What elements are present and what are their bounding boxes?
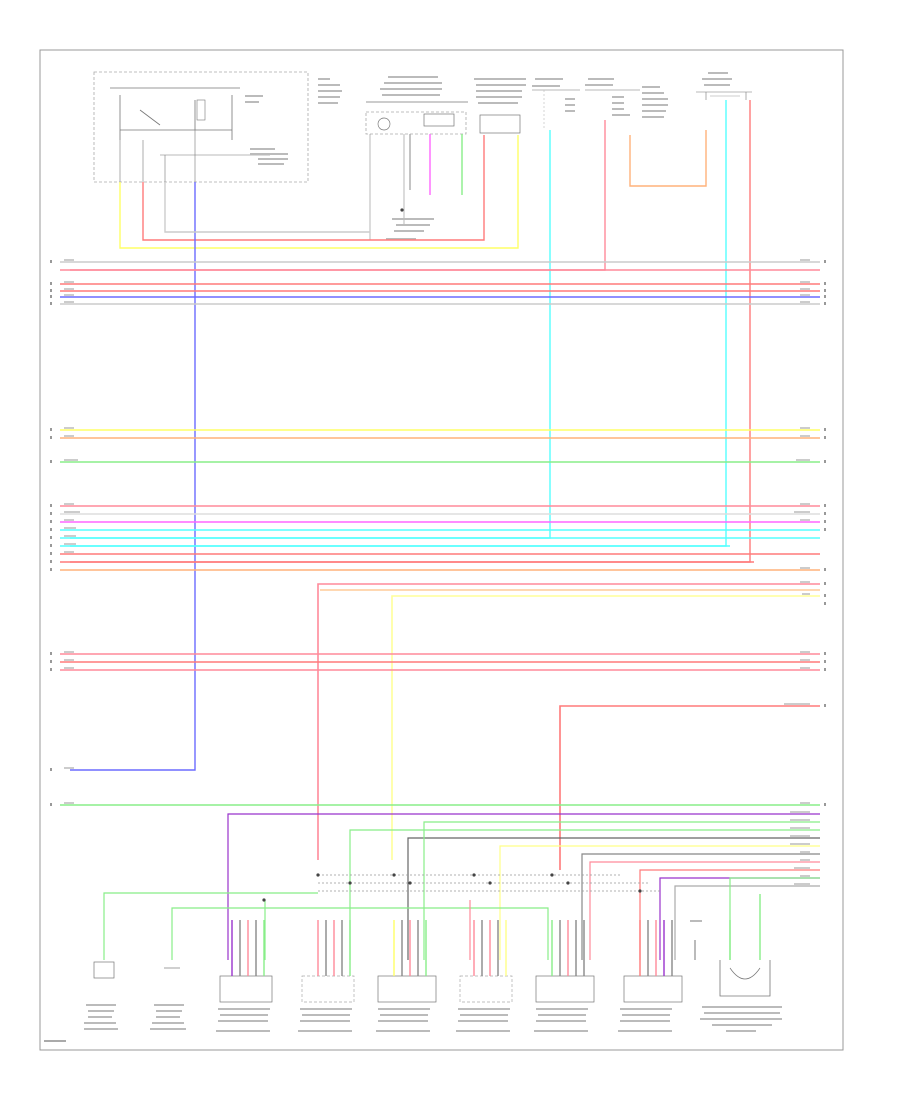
bus-group-1 [60,261,820,305]
bus-group-4 [317,583,820,860]
bus-group-5 [60,653,820,671]
lh-door-sensor [84,961,118,1030]
module-1 [216,975,273,1032]
module-2 [298,975,355,1032]
distribution-lines [318,874,660,892]
module-3 [376,975,437,1032]
module-4 [456,975,513,1032]
relay-box [93,71,309,183]
bus-pin-marks [50,260,826,806]
bus-group-3 [60,505,820,571]
diagram-frame [39,49,844,1051]
corner-mark [44,1040,66,1042]
junction-dots [262,208,642,902]
module-feeds [227,813,820,960]
bus-group-2 [60,429,820,463]
sensor-feeds [103,892,549,960]
left-headlight [532,78,580,130]
hazard-switch [474,78,526,134]
bus-group-6 [60,705,820,870]
bus-end-labels [64,259,810,885]
relay-notes [245,78,342,165]
right-headlight [585,78,668,118]
module-5 [534,975,595,1032]
rh-door-sensor [150,967,186,1030]
rear-module [690,920,782,1032]
module-6 [618,975,683,1032]
lamp-connector-right [696,72,752,100]
module-pins [231,894,761,976]
combination-switch [365,76,468,240]
